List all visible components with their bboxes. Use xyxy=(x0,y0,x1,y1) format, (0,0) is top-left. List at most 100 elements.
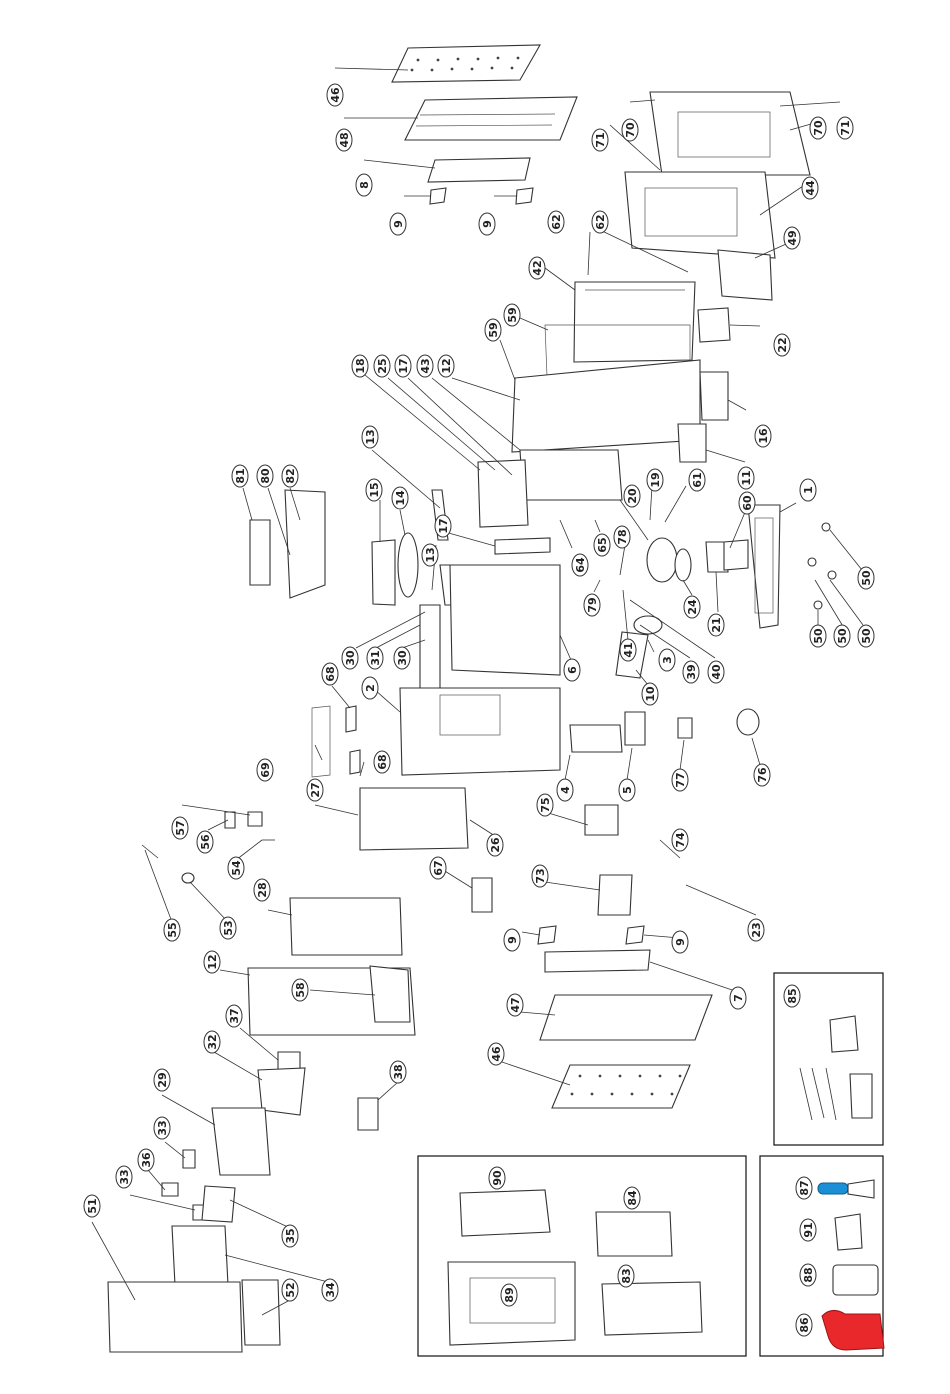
svg-text:67: 67 xyxy=(432,860,445,875)
callout-55: 55 xyxy=(164,919,180,941)
part-27-side-panel xyxy=(360,788,468,850)
svg-text:3: 3 xyxy=(661,656,674,664)
callout-3: 3 xyxy=(659,649,675,671)
part-35-bar xyxy=(202,1186,235,1222)
callout-13: 13 xyxy=(422,544,438,566)
svg-text:60: 60 xyxy=(741,495,754,511)
callout-30: 30 xyxy=(342,647,358,669)
svg-text:10: 10 xyxy=(644,686,657,702)
callout-12: 12 xyxy=(204,951,220,973)
svg-text:49: 49 xyxy=(786,230,799,245)
part-44-top xyxy=(625,172,775,258)
callout-5: 5 xyxy=(619,779,635,801)
callout-49: 49 xyxy=(784,227,800,249)
part-9-clip-left xyxy=(430,188,446,204)
callout-9: 9 xyxy=(504,929,520,951)
svg-text:1: 1 xyxy=(802,486,815,494)
svg-text:65: 65 xyxy=(596,537,609,552)
svg-text:33: 33 xyxy=(118,1169,131,1184)
svg-text:48: 48 xyxy=(338,132,351,147)
svg-text:38: 38 xyxy=(392,1064,405,1079)
svg-text:76: 76 xyxy=(756,767,769,783)
svg-text:52: 52 xyxy=(284,1282,297,1297)
svg-text:43: 43 xyxy=(419,358,432,373)
callout-80: 80 xyxy=(257,465,273,487)
svg-text:8: 8 xyxy=(358,181,371,189)
callout-15: 15 xyxy=(366,479,382,501)
svg-text:21: 21 xyxy=(710,617,723,632)
callout-71: 71 xyxy=(837,117,853,139)
svg-text:71: 71 xyxy=(594,132,607,147)
part-7-bracket xyxy=(545,950,650,972)
svg-text:55: 55 xyxy=(166,922,179,937)
svg-text:7: 7 xyxy=(732,994,745,1002)
part-18-grille xyxy=(478,460,528,527)
callout-62: 62 xyxy=(548,211,564,233)
part-68-bracket-upper xyxy=(346,706,356,732)
part-30-liner xyxy=(420,605,440,690)
part-49-rear xyxy=(718,250,772,300)
part-69-rack xyxy=(312,706,330,777)
svg-text:74: 74 xyxy=(674,832,687,848)
callout-20: 20 xyxy=(624,485,640,507)
svg-text:81: 81 xyxy=(234,468,247,483)
callout-36: 36 xyxy=(138,1149,154,1171)
callout-13: 13 xyxy=(362,426,378,448)
svg-text:33: 33 xyxy=(156,1120,169,1135)
part-84-sheet xyxy=(596,1212,672,1256)
callout-47: 47 xyxy=(507,994,523,1016)
svg-text:57: 57 xyxy=(174,820,187,835)
svg-text:50: 50 xyxy=(812,628,825,644)
svg-text:12: 12 xyxy=(206,954,219,969)
part-50-bolt-c xyxy=(828,571,836,579)
svg-text:9: 9 xyxy=(506,936,519,944)
part-38-latch xyxy=(358,1098,378,1130)
callout-14: 14 xyxy=(392,487,408,509)
part-82-grill xyxy=(285,490,325,598)
part-48-frame xyxy=(405,97,577,140)
svg-text:26: 26 xyxy=(489,837,502,853)
part-50-bolt-d xyxy=(814,601,822,609)
part-2-main-body xyxy=(400,688,560,775)
svg-text:89: 89 xyxy=(503,1287,516,1302)
callout-26: 26 xyxy=(487,834,503,856)
svg-text:70: 70 xyxy=(624,122,637,138)
part-87-handle xyxy=(818,1183,848,1194)
svg-text:82: 82 xyxy=(284,468,297,483)
callout-29: 29 xyxy=(154,1069,170,1091)
callout-50: 50 xyxy=(858,567,874,589)
part-16-box xyxy=(700,372,728,420)
callout-81: 81 xyxy=(232,465,248,487)
callout-84: 84 xyxy=(624,1187,640,1209)
svg-text:91: 91 xyxy=(802,1222,815,1237)
callout-6: 6 xyxy=(564,659,580,681)
svg-text:19: 19 xyxy=(649,472,662,487)
svg-text:64: 64 xyxy=(574,557,587,573)
part-53-knob xyxy=(182,873,194,883)
part-11-block xyxy=(678,424,706,462)
svg-text:13: 13 xyxy=(424,547,437,562)
svg-text:50: 50 xyxy=(836,628,849,644)
svg-text:50: 50 xyxy=(860,628,873,644)
svg-text:13: 13 xyxy=(364,429,377,444)
callout-54: 54 xyxy=(228,857,244,879)
svg-text:62: 62 xyxy=(550,214,563,229)
part-67-block xyxy=(472,878,492,912)
svg-text:9: 9 xyxy=(674,938,687,946)
callout-91: 91 xyxy=(800,1219,816,1241)
callout-50: 50 xyxy=(858,625,874,647)
callout-60: 60 xyxy=(739,492,755,514)
part-14-ring xyxy=(398,533,418,597)
svg-text:5: 5 xyxy=(621,786,634,794)
svg-text:11: 11 xyxy=(740,470,753,485)
accessory-90-84-89-83-parts xyxy=(448,1190,702,1345)
callout-33: 33 xyxy=(116,1166,132,1188)
svg-text:70: 70 xyxy=(812,120,825,136)
callout-9: 9 xyxy=(390,213,406,235)
svg-text:79: 79 xyxy=(586,597,599,612)
svg-text:28: 28 xyxy=(256,882,269,897)
svg-text:84: 84 xyxy=(626,1190,639,1206)
callout-77: 77 xyxy=(672,769,688,791)
svg-text:37: 37 xyxy=(228,1008,241,1023)
